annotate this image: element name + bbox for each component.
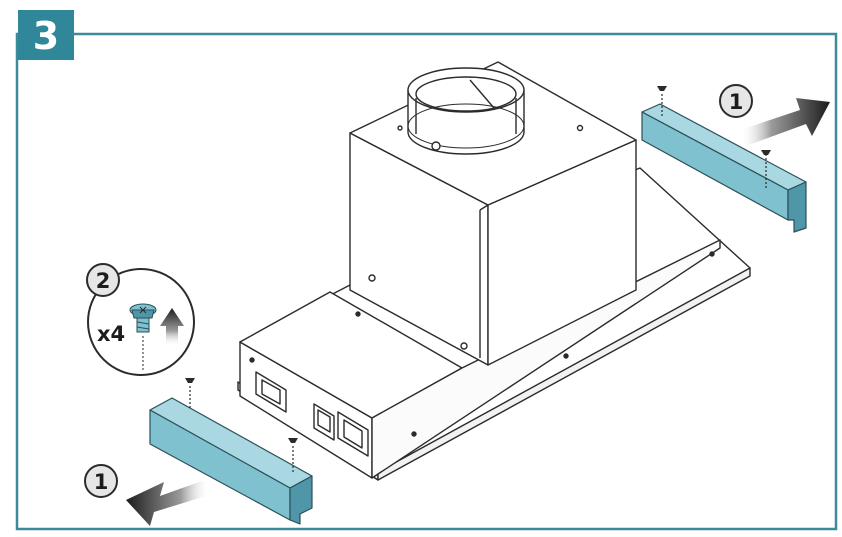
svg-text:2: 2 xyxy=(96,269,111,293)
hood-body xyxy=(237,61,751,481)
bracket-left-end xyxy=(289,475,313,525)
bracket-right-end xyxy=(787,181,807,233)
outlet-1 xyxy=(255,371,287,413)
callout-remove-left: 1 xyxy=(84,464,118,498)
callout-screws xyxy=(86,263,120,297)
arrow-icon-right xyxy=(740,98,830,146)
fan-box-right xyxy=(371,239,721,479)
outlet-3 xyxy=(337,411,369,457)
svg-text:1: 1 xyxy=(729,90,744,114)
screw-icon xyxy=(657,86,771,155)
screw-quantity: x4 xyxy=(97,322,125,346)
mounting-bracket-right xyxy=(641,94,807,233)
step-badge: 3 xyxy=(18,10,74,60)
svg-text:1: 1 xyxy=(94,470,109,494)
screw-icon xyxy=(185,378,298,443)
arrow-icon-up xyxy=(160,308,184,346)
callout-remove-right: 1 xyxy=(719,84,753,118)
diagram-frame xyxy=(15,32,838,531)
screw-icon xyxy=(129,303,157,333)
mounting-bracket-left xyxy=(149,386,313,525)
arrow-icon-left xyxy=(126,478,210,526)
screw-detail: 2 x4 xyxy=(86,263,195,376)
base-plate-right xyxy=(377,267,751,481)
duct-collar xyxy=(407,67,525,155)
step-number: 3 xyxy=(33,14,59,58)
